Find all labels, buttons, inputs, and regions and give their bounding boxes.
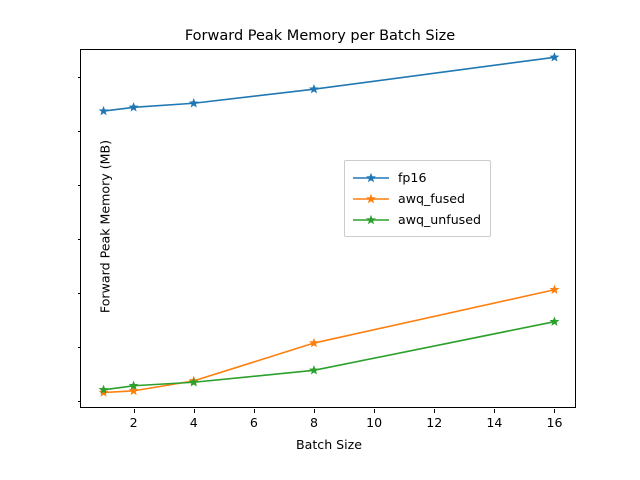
x-tick-label: 16 [546,415,563,430]
legend-swatch-icon [352,213,390,227]
series-line-awq_unfused [103,320,555,391]
plot-lines [98,52,560,397]
legend-item-awq_fused[interactable]: awq_fused [352,188,481,209]
y-tick-mark [77,185,81,187]
y-tick-mark [77,293,81,295]
x-axis-label: Batch Size [295,437,363,452]
series-marker-awq_fused [98,387,109,397]
x-tick-mark [313,409,315,413]
series-marker-awq_unfused [549,316,560,326]
y-tick-mark [77,77,81,79]
legend-item-awq_unfused[interactable]: awq_unfused [352,209,481,230]
series-marker-fp16 [98,105,109,116]
y-tick-mark [77,347,81,349]
series-marker-awq_unfused [309,365,319,375]
y-tick-mark [77,239,81,241]
series-marker-awq_fused [549,284,560,294]
series-marker-awq_fused [309,337,319,348]
series-marker-fp16 [128,102,139,112]
y-tick-mark [77,131,81,133]
series-marker-awq_fused [128,385,139,396]
legend-label: awq_fused [398,191,466,206]
x-tick-mark [494,409,496,413]
y-tick-mark [77,401,81,403]
x-tick-label: 8 [309,415,318,430]
series-marker-fp16 [549,52,560,62]
chart-title: Forward Peak Memory per Batch Size [184,28,456,44]
x-tick-label: 12 [426,415,443,430]
x-tick-mark [193,409,195,413]
chart-legend: fp16 awq_fused awq_unfused [344,160,491,237]
series-marker-fp16 [188,98,199,108]
x-tick-label: 6 [249,415,258,430]
x-tick-label: 2 [129,415,138,430]
x-tick-label: 4 [189,415,198,430]
legend-label: fp16 [398,170,427,185]
plot-area: Forward Peak Memory (MB) Batch Size 6000… [77,49,576,452]
x-tick-mark [554,409,556,413]
series-marker-fp16 [309,84,319,94]
legend-label: awq_unfused [398,212,481,227]
legend-swatch-icon [352,171,390,185]
legend-item-fp16[interactable]: fp16 [352,167,481,188]
x-tick-mark [133,409,135,413]
x-tick-mark [374,409,376,413]
series-line-fp16 [103,56,555,112]
series-line-awq_fused [103,288,555,394]
x-tick-label: 14 [486,415,503,430]
legend-swatch-icon [352,192,390,206]
x-tick-mark [253,409,255,413]
series-marker-awq_unfused [128,380,139,390]
series-marker-awq_unfused [98,384,109,395]
x-tick-label: 10 [366,415,383,430]
series-marker-awq_unfused [188,377,199,387]
x-tick-mark [434,409,436,413]
